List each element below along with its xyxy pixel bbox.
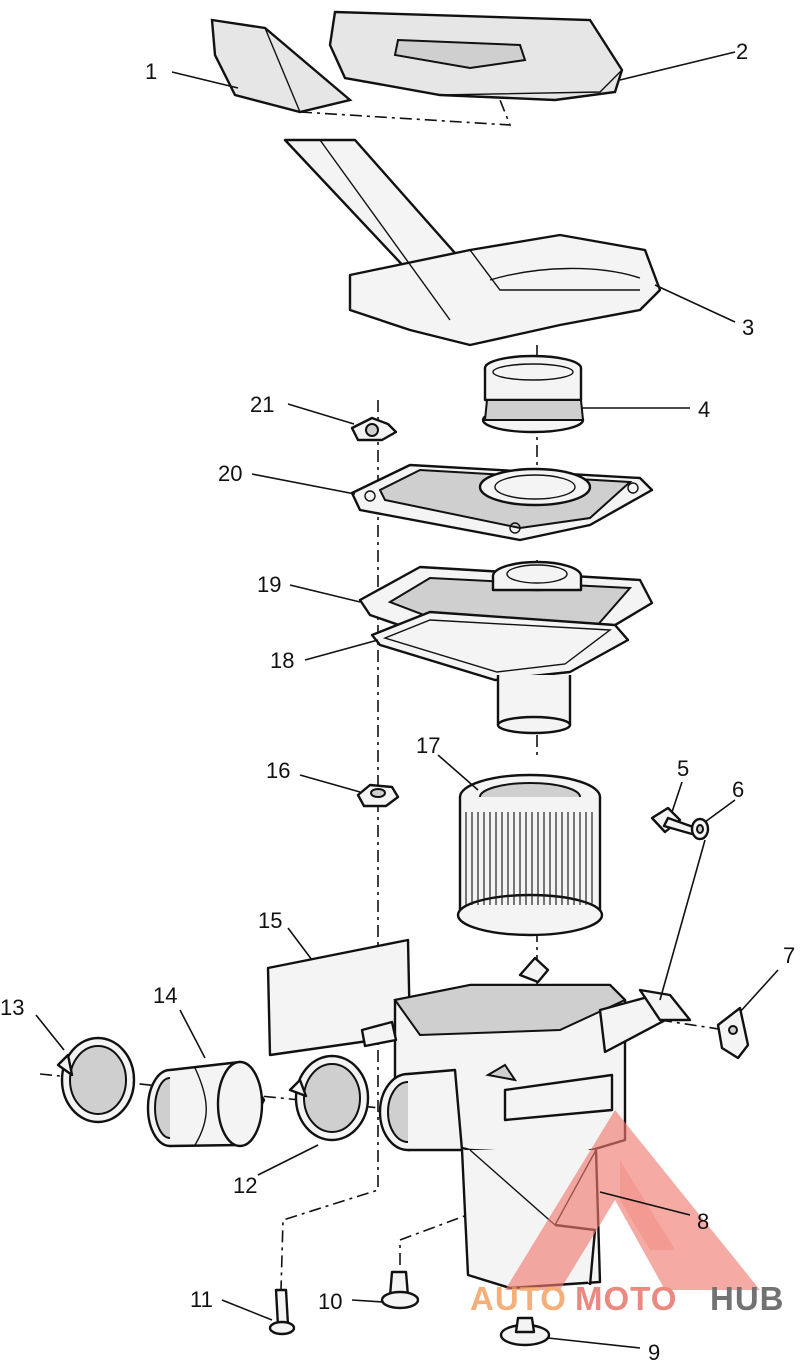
part-3-cover bbox=[283, 138, 662, 347]
part-12-clamp bbox=[288, 1054, 370, 1142]
leader-13 bbox=[35, 1014, 65, 1051]
callout-15: 15 bbox=[258, 908, 282, 933]
cover-guide-line bbox=[299, 99, 512, 126]
leader-17 bbox=[437, 754, 479, 791]
leader-6 bbox=[704, 799, 736, 823]
leader-7 bbox=[739, 969, 779, 1013]
part-21-wing-nut bbox=[350, 416, 398, 442]
part-5-bolt bbox=[650, 806, 698, 836]
leader-19 bbox=[289, 584, 361, 603]
leader-18 bbox=[304, 639, 379, 661]
callout-19: 19 bbox=[257, 572, 281, 597]
part-14-boot bbox=[146, 1060, 266, 1148]
callout-13: 13 bbox=[0, 995, 24, 1020]
leader-21 bbox=[287, 403, 355, 425]
part-10-plug bbox=[380, 1270, 420, 1310]
watermark-auto: AUTO bbox=[470, 1280, 567, 1317]
leader-3 bbox=[654, 284, 736, 323]
callout-12: 12 bbox=[233, 1173, 257, 1198]
callout-16: 16 bbox=[266, 758, 290, 783]
part-18-gasket bbox=[370, 610, 630, 682]
callout-1: 1 bbox=[145, 59, 157, 84]
part-20-lid bbox=[350, 463, 654, 542]
callout-5: 5 bbox=[677, 756, 689, 781]
callout-10: 10 bbox=[318, 1289, 342, 1314]
leader-20 bbox=[251, 473, 356, 495]
part-16-nut bbox=[356, 783, 400, 808]
part-13-clamp bbox=[56, 1036, 136, 1124]
leader-11 bbox=[221, 1299, 273, 1321]
callout-21: 21 bbox=[250, 392, 274, 417]
part-9-valve bbox=[499, 1316, 551, 1347]
leader-15 bbox=[287, 927, 313, 961]
callout-9: 9 bbox=[648, 1340, 660, 1362]
leader-14 bbox=[179, 1009, 206, 1059]
part-6-washer bbox=[690, 817, 710, 841]
filter-pleats bbox=[465, 812, 593, 905]
leader-9 bbox=[547, 1337, 641, 1349]
drain-axis-line bbox=[399, 1214, 468, 1265]
callout-8: 8 bbox=[697, 1209, 709, 1234]
leader-2 bbox=[619, 51, 736, 81]
leader-10 bbox=[351, 1299, 384, 1303]
leader-1 bbox=[171, 71, 239, 89]
callout-3: 3 bbox=[742, 315, 754, 340]
callout-7: 7 bbox=[783, 943, 795, 968]
leader-12 bbox=[257, 1144, 319, 1176]
bracket-axis-line bbox=[659, 1019, 726, 1031]
watermark-triangle-inner bbox=[620, 1160, 675, 1250]
callout-11: 11 bbox=[190, 1287, 213, 1312]
callout-17: 17 bbox=[416, 733, 440, 758]
watermark-moto: MOTO bbox=[575, 1280, 677, 1317]
watermark-hub: HUB bbox=[710, 1280, 785, 1317]
outlet-tube bbox=[496, 675, 572, 735]
leader-8 bbox=[599, 1191, 691, 1216]
callout-6: 6 bbox=[732, 777, 744, 802]
callout-2: 2 bbox=[736, 39, 748, 64]
part-4-coupler bbox=[481, 354, 585, 434]
callout-14: 14 bbox=[153, 983, 177, 1008]
part-1-foam-wedge bbox=[210, 18, 353, 114]
part-2-foam-pad bbox=[328, 10, 624, 102]
callout-4: 4 bbox=[698, 397, 710, 422]
callout-20: 20 bbox=[218, 461, 242, 486]
leader-6-tail bbox=[659, 839, 706, 1001]
part-17-filter-element bbox=[456, 773, 604, 937]
part-7-bracket bbox=[716, 1006, 750, 1060]
part-11-bolt bbox=[268, 1288, 296, 1336]
leader-16 bbox=[299, 774, 361, 793]
airbox-inlet bbox=[378, 1068, 464, 1152]
callout-18: 18 bbox=[270, 648, 294, 673]
leader-5 bbox=[671, 781, 683, 813]
